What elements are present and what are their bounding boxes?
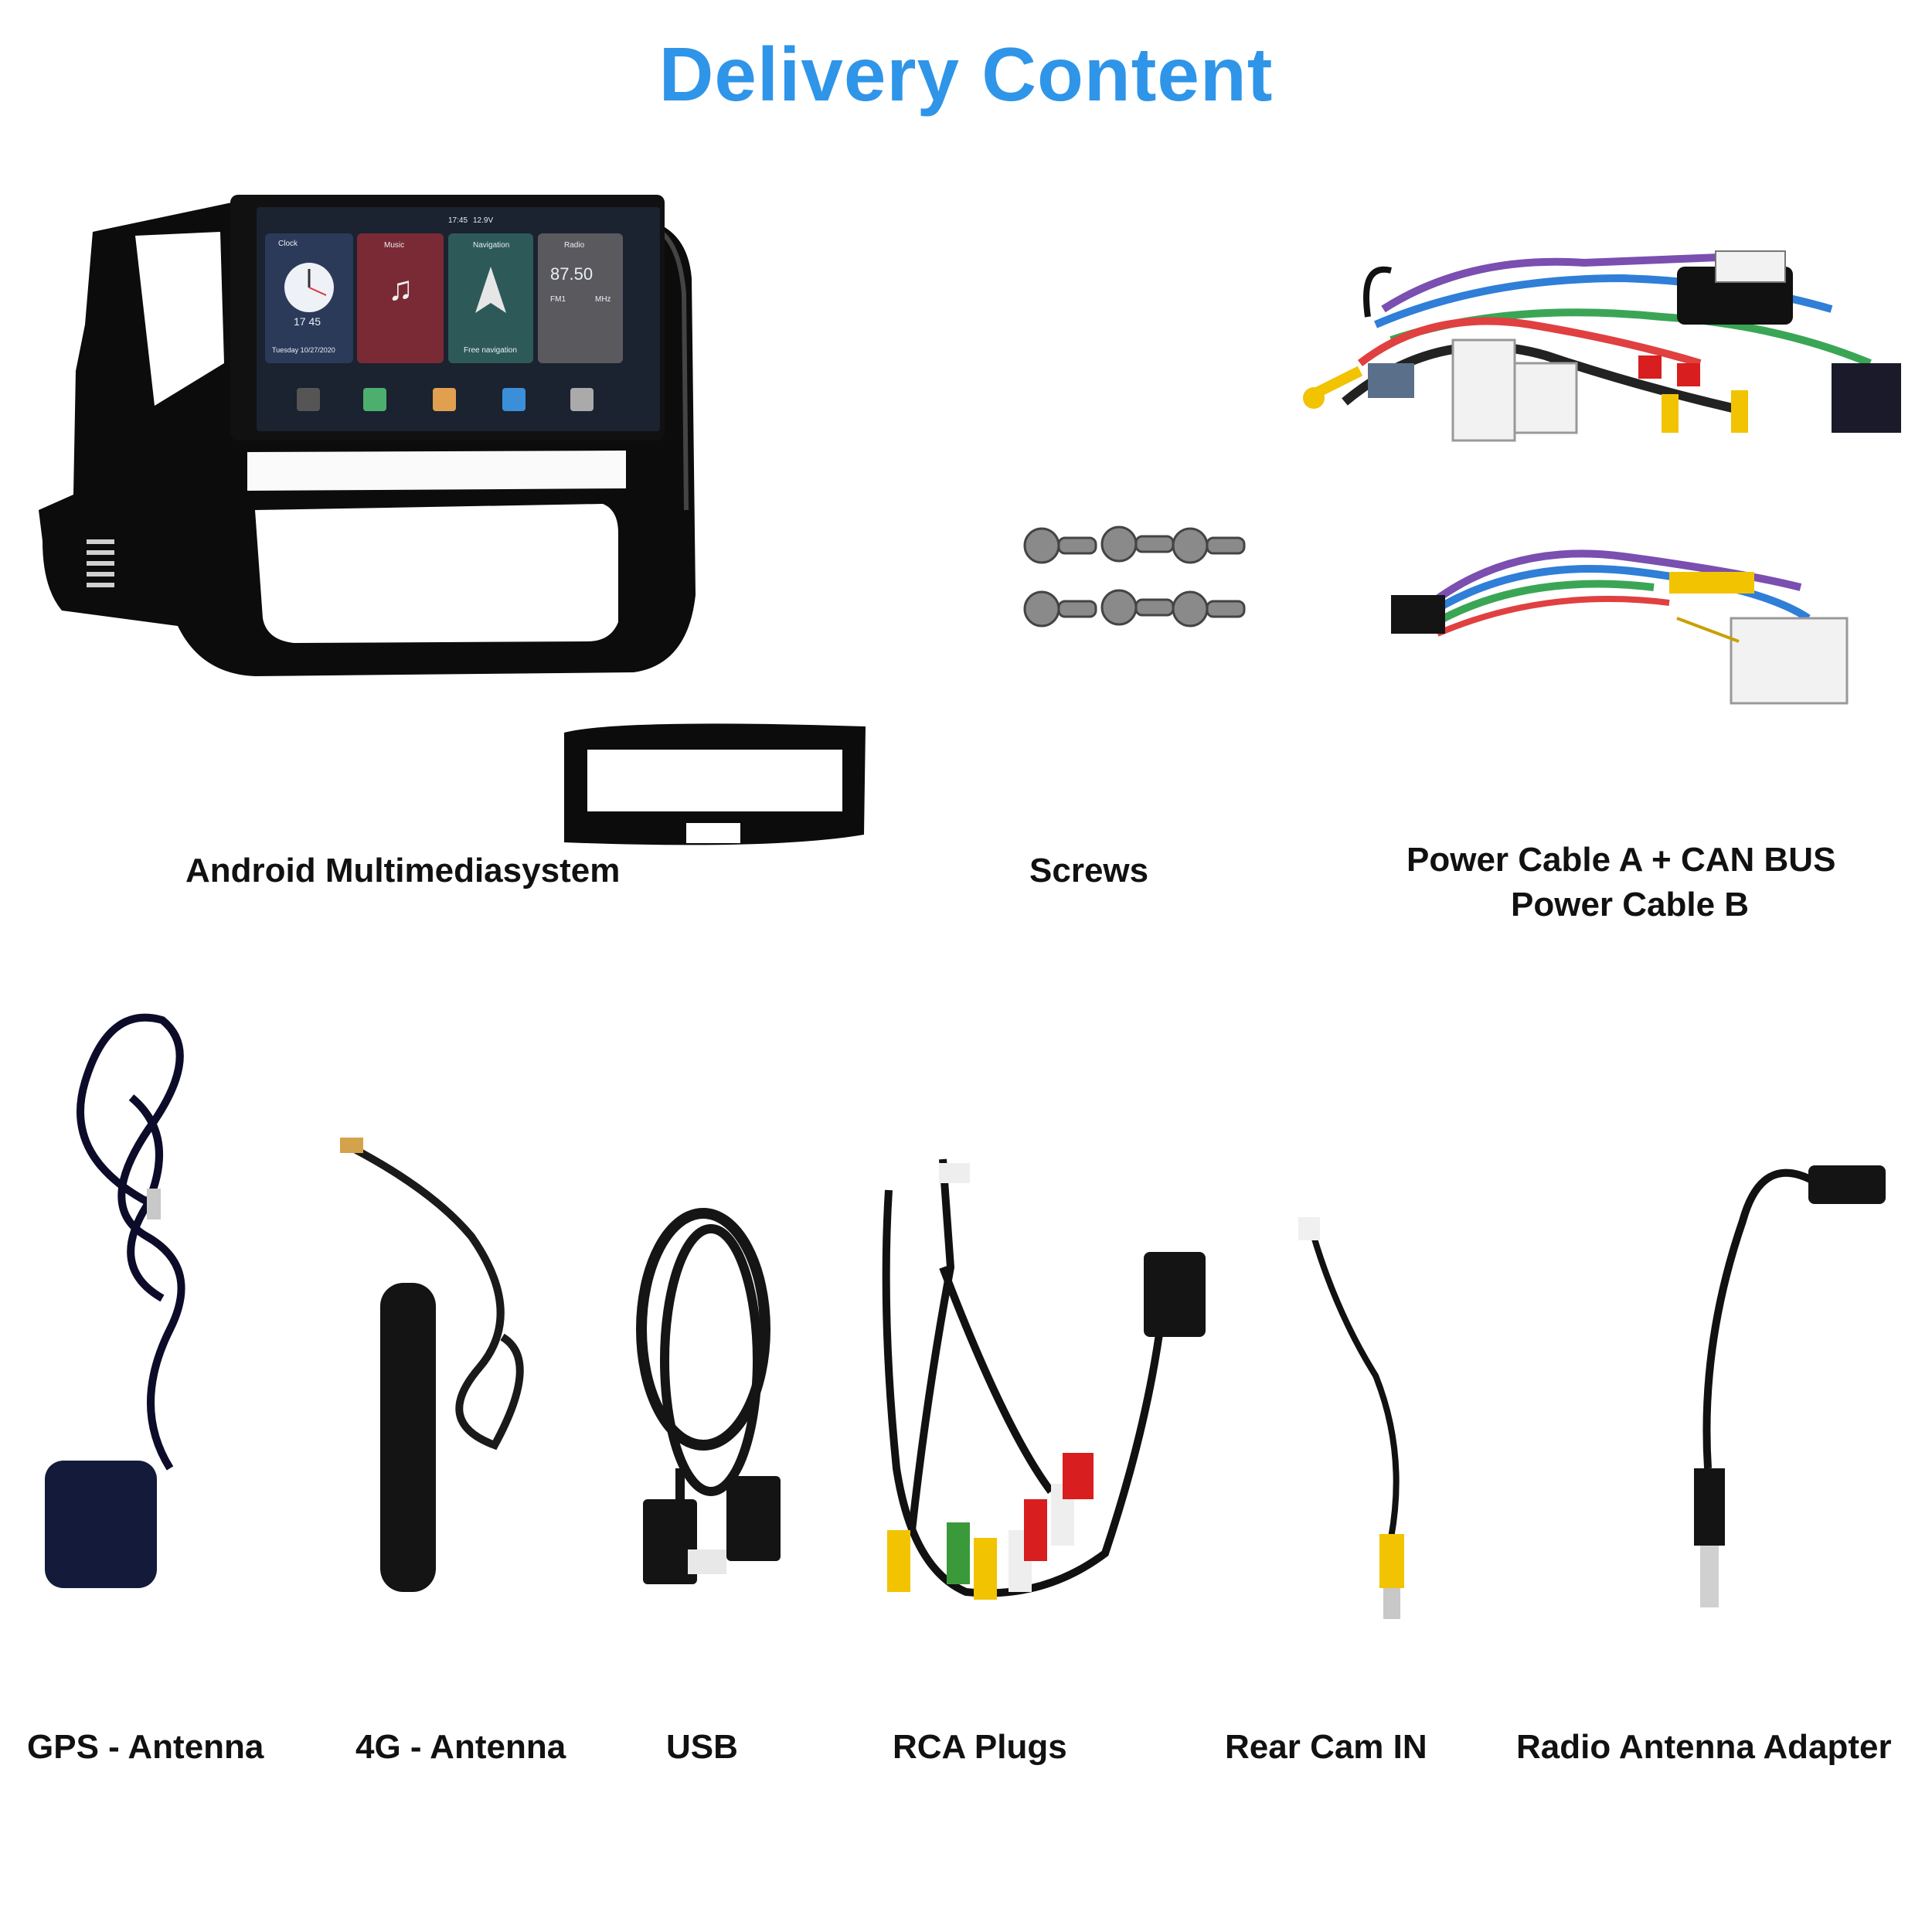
label-power-cable-b: Power Cable B [1511,886,1750,923]
label-gps-antenna: GPS - Antenna [27,1728,264,1766]
music-note-icon: ♫ [388,270,413,308]
head-unit-image: 17:45 12.9V Clock 17 45 Tuesday 10/27/20… [39,195,696,676]
status-voltage-text: 12.9V [473,216,493,225]
label-radio-antenna-adapter: Radio Antenna Adapter [1516,1728,1892,1766]
navigation-arrow-icon [475,267,506,313]
screws-image [1023,526,1246,628]
gps-antenna-image [45,1013,185,1588]
radio-tile-label: Radio [564,241,585,250]
status-time-text: 17:45 [448,216,468,225]
radio-band-text: FM1 [550,295,566,304]
dock-video-icon [433,388,456,411]
dock-music-icon [502,388,526,411]
radio-frequency-text: 87.50 [550,264,593,284]
power-cable-b-image [1391,549,1849,705]
clock-tile-label: Clock [278,240,298,248]
4g-antenna-image [340,1138,524,1592]
label-usb: USB [666,1728,738,1766]
rear-cam-cable-image [1298,1217,1404,1619]
navigation-tile-label: Navigation [473,241,509,250]
dock-settings-icon [570,388,594,411]
rca-plugs-image [882,1158,1206,1600]
navigation-tile-foot: Free navigation [464,346,517,355]
label-rca-plugs: RCA Plugs [893,1728,1067,1766]
label-power-cable-a: Power Cable A + CAN BUS [1406,841,1836,879]
dock-phone-icon [363,388,386,411]
clock-tile-time: 17 45 [294,315,321,328]
power-cable-a-image [1303,250,1901,442]
clock-tile-date: Tuesday 10/27/2020 [272,346,335,354]
trim-frame-image [564,723,866,845]
dock-app-icon [297,388,320,411]
label-4g-antenna: 4G - Antenna [355,1728,566,1766]
label-android-multimediasystem: Android Multimediasystem [185,852,621,889]
radio-antenna-adapter-image [1694,1165,1886,1607]
label-rear-cam-in: Rear Cam IN [1225,1728,1427,1766]
radio-unit-text: MHz [595,295,611,304]
label-screws: Screws [1029,852,1149,889]
usb-cable-image [636,1208,781,1584]
page-title: Delivery Content [658,32,1274,117]
music-tile-label: Music [384,241,404,250]
